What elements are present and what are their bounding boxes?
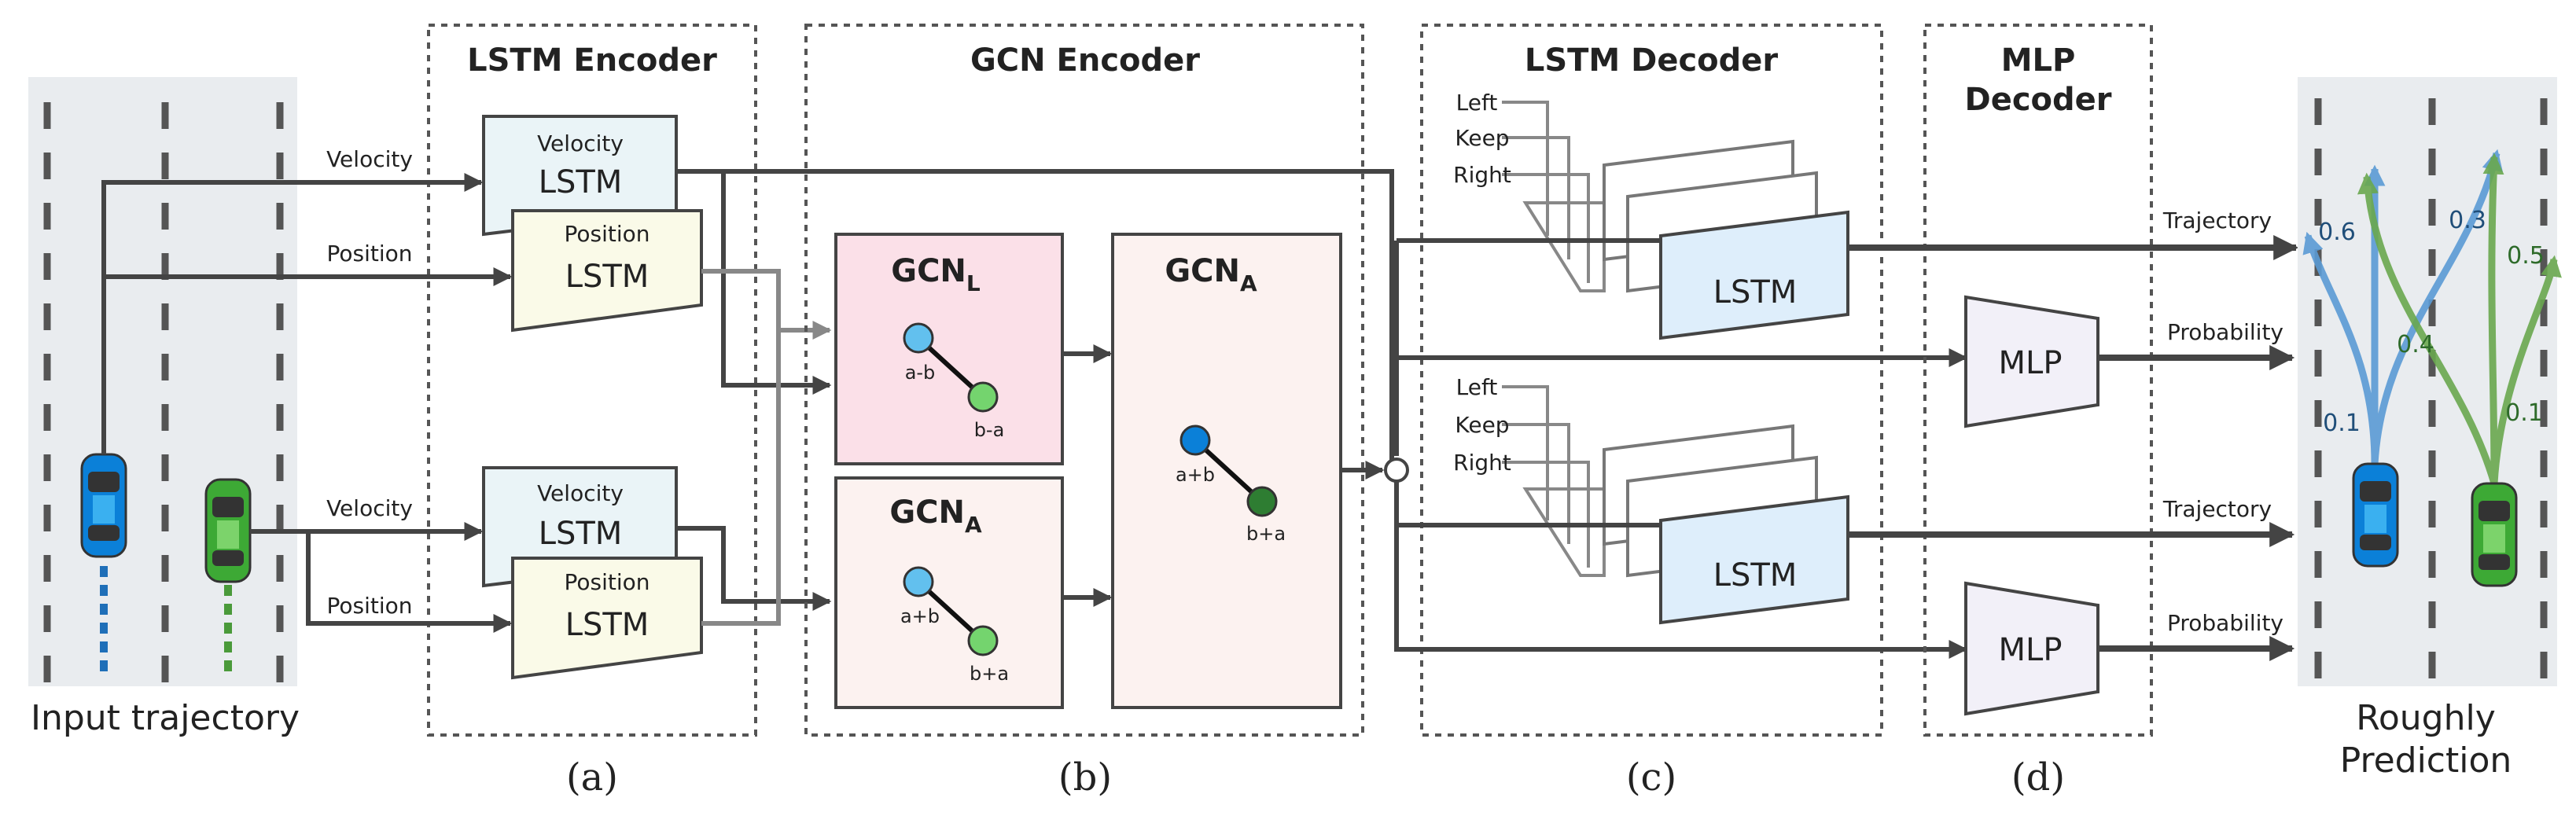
position-lstm-caption: Position	[564, 221, 650, 247]
node-a	[903, 566, 934, 597]
mlp-decoder-panel: MLP Decoder MLP MLP (d)	[1923, 24, 2153, 799]
green-prob-label: 0.1	[2505, 399, 2543, 427]
node-a	[903, 322, 934, 354]
gcn-a-label: GCNA	[889, 494, 982, 538]
decoder-lstm-block: LSTM	[1659, 210, 1849, 340]
lstm-encoder-panel: LSTM Encoder Velocity LSTM Position LSTM…	[427, 24, 757, 799]
gcn-encoder-panel: GCN Encoder GCNL a-b b-a GCNA a+b b+a GC…	[804, 24, 1364, 799]
node-a	[1179, 425, 1211, 456]
mlp-block-label: MLP	[1999, 632, 2063, 668]
input-panel: Input trajectory	[28, 77, 300, 738]
node-label-apb: a+b	[900, 605, 940, 627]
decoder-lstm-label: LSTM	[1713, 274, 1798, 311]
green-predicted-trajectories	[2357, 153, 2562, 485]
edge-label-position: Position	[326, 593, 412, 619]
velocity-lstm-caption: Velocity	[537, 130, 624, 156]
gcn-l-block: GCNL a-b b-a	[834, 233, 1064, 465]
node-b	[1246, 486, 1278, 517]
decoder-lstm-label: LSTM	[1713, 557, 1798, 594]
edge-label-velocity: Velocity	[326, 146, 413, 172]
mlp-block-label: MLP	[1999, 345, 2063, 381]
node-label-bpa: b+a	[970, 663, 1009, 685]
node-label-bpa: b+a	[1246, 523, 1286, 545]
gcn-internal-edges	[1062, 344, 1385, 607]
mlp-block: MLP	[1964, 295, 2099, 428]
maneuver-keep-label: Keep	[1455, 412, 1509, 438]
gcn-encoder-title: GCN Encoder	[970, 42, 1200, 79]
caption-c: (c)	[1626, 755, 1676, 799]
blue-car-icon	[2352, 462, 2399, 568]
maneuver-left-label: Left	[1456, 374, 1498, 400]
node-label-ba: b-a	[974, 419, 1005, 441]
prediction-title-line1: Roughly	[2356, 698, 2495, 738]
concat-to-decoder-edges	[1394, 238, 1968, 659]
mlp-decoder-title-line2: Decoder	[1964, 82, 2111, 118]
velocity-lstm-label: LSTM	[539, 516, 623, 552]
velocity-lstm-caption: Velocity	[537, 480, 624, 506]
caption-b: (b)	[1058, 755, 1112, 799]
green-car-icon	[204, 478, 252, 583]
lstm-encoder-frame	[427, 24, 757, 737]
maneuver-left-label: Left	[1456, 90, 1498, 116]
caption-a: (a)	[566, 755, 618, 799]
edge-position-bottom	[306, 531, 513, 633]
position-lstm-caption: Position	[564, 569, 650, 595]
mlp-decoder-title-line1: MLP	[2001, 42, 2076, 79]
lstm-decoder-title: LSTM Decoder	[1525, 42, 1779, 79]
blue-prob-label: 0.1	[2323, 410, 2361, 437]
blue-prob-label: 0.3	[2449, 207, 2486, 234]
blue-prob-label: 0.6	[2318, 219, 2356, 246]
prediction-panel: 0.6 0.3 0.1 0.5 0.4 0.1 Roughly Predicti…	[2298, 77, 2562, 781]
velocity-lstm-block: Velocity LSTM	[482, 115, 678, 237]
caption-d: (d)	[2011, 755, 2065, 799]
gcn-a-combined-label: GCNA	[1165, 253, 1257, 296]
maneuver-right-label: Right	[1453, 450, 1511, 476]
blue-car-icon	[80, 453, 127, 558]
lstm-decoder-frame	[1420, 24, 1883, 737]
concat-node	[1384, 458, 1409, 483]
output-trajectory-label: Trajectory	[2162, 208, 2272, 233]
prediction-title-line2: Prediction	[2340, 741, 2512, 781]
position-lstm-block: Position LSTM	[511, 209, 703, 333]
output-probability-label: Probability	[2167, 319, 2283, 345]
maneuver-right-label: Right	[1453, 162, 1511, 188]
blue-predicted-trajectories	[2302, 149, 2504, 465]
lstm-decoder-panel: LSTM Decoder Left Keep Right LSTM Left K…	[1420, 24, 1883, 799]
gcn-encoder-frame	[804, 24, 1364, 737]
prediction-lane-background	[2298, 77, 2557, 686]
green-prob-label: 0.5	[2507, 242, 2545, 270]
mlp-decoder-frame	[1923, 24, 2153, 737]
mlp-block: MLP	[1964, 581, 2099, 716]
velocity-lstm-block: Velocity LSTM	[482, 466, 678, 588]
input-trajectory-title: Input trajectory	[31, 698, 300, 738]
gcn-l-label: GCNL	[891, 253, 981, 296]
gcn-a-block: GCNA a+b b+a	[834, 476, 1064, 709]
position-lstm-label: LSTM	[565, 607, 650, 643]
node-label-apb: a+b	[1176, 464, 1215, 486]
output-probability-label: Probability	[2167, 610, 2283, 636]
green-prob-label: 0.4	[2397, 331, 2434, 358]
output-trajectory-label: Trajectory	[2162, 496, 2272, 522]
edge-label-position: Position	[326, 241, 412, 266]
output-edges	[1848, 235, 2299, 661]
green-car-icon	[2471, 482, 2518, 587]
edge-velocity-top	[101, 173, 484, 454]
position-lstm-label: LSTM	[565, 259, 650, 295]
velocity-lstm-label: LSTM	[539, 164, 623, 200]
lstm-encoder-title: LSTM Encoder	[467, 42, 717, 79]
maneuver-keep-label: Keep	[1455, 125, 1509, 151]
decoder-lstm-block: LSTM	[1659, 494, 1849, 625]
gcn-a-combined-block: GCNA a+b b+a	[1111, 233, 1342, 709]
input-edges	[101, 173, 513, 633]
edge-label-velocity: Velocity	[326, 495, 413, 521]
position-lstm-block: Position LSTM	[511, 557, 703, 680]
node-b	[967, 381, 999, 413]
node-label-ab: a-b	[905, 362, 936, 384]
node-b	[967, 625, 999, 656]
